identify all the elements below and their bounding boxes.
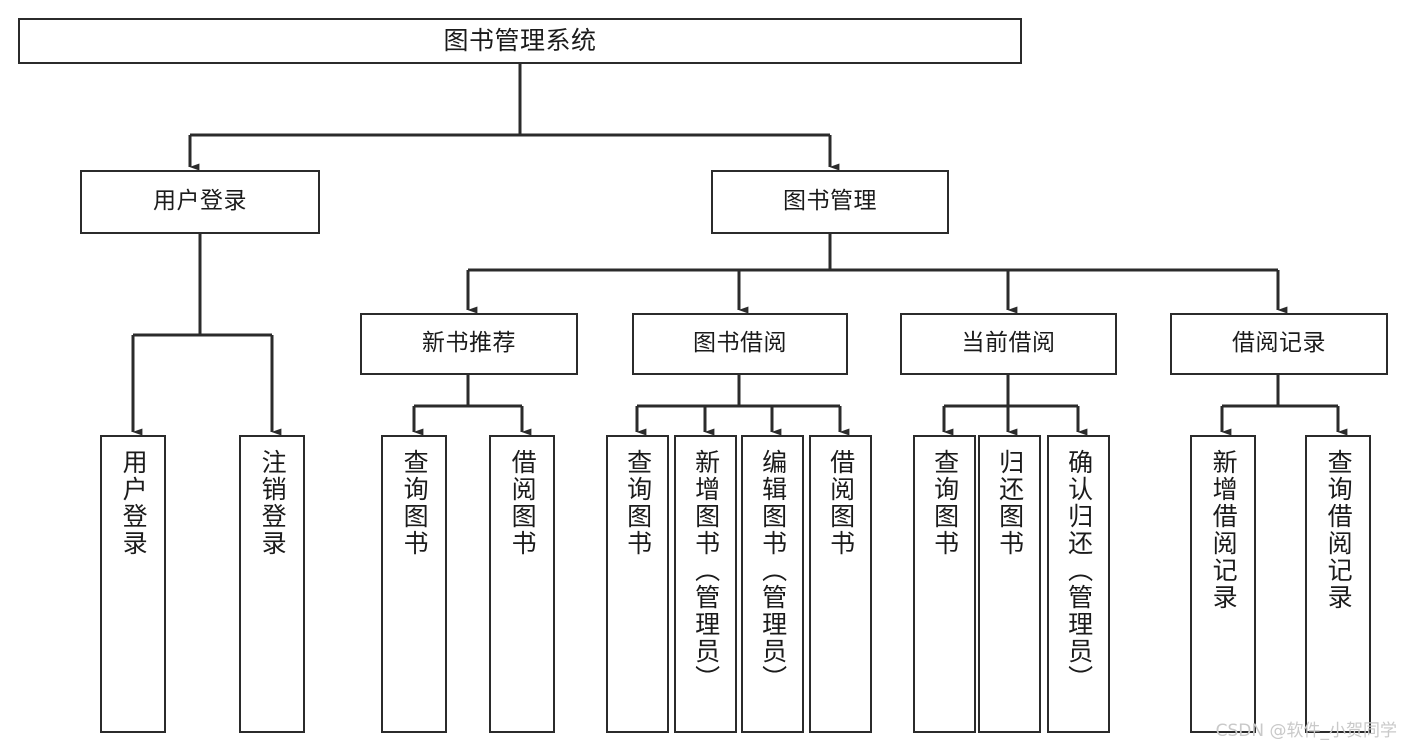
leaf-add-book[interactable]: 新增图书（管理员） [674,435,737,733]
node-label: 用户登录 [153,188,247,215]
node-new-book-recommend[interactable]: 新书推荐 [360,313,578,375]
node-label: 当前借阅 [961,330,1056,357]
node-label: 查询图书 [400,449,430,557]
node-user-login[interactable]: 用户登录 [80,170,320,234]
leaf-query-book-recommend[interactable]: 查询图书 [381,435,447,733]
node-label: 借阅记录 [1232,330,1326,357]
node-label: 确认归还（管理员） [1064,449,1094,692]
node-current-borrow[interactable]: 当前借阅 [900,313,1117,375]
node-book-borrow[interactable]: 图书借阅 [632,313,848,375]
node-label: 借阅图书 [508,449,538,557]
leaf-return-book[interactable]: 归还图书 [978,435,1041,733]
leaf-borrow-book-recommend[interactable]: 借阅图书 [489,435,555,733]
node-label: 编辑图书（管理员） [758,449,788,692]
node-label: 注销登录 [258,449,288,557]
node-book-management[interactable]: 图书管理 [711,170,949,234]
node-borrow-record[interactable]: 借阅记录 [1170,313,1388,375]
leaf-query-book-borrow[interactable]: 查询图书 [606,435,669,733]
node-label: 归还图书 [995,449,1025,557]
node-label: 图书管理系统 [443,26,597,56]
leaf-edit-book[interactable]: 编辑图书（管理员） [741,435,804,733]
node-label: 查询图书 [623,449,653,557]
node-label: 查询借阅记录 [1324,449,1354,611]
leaf-user-login[interactable]: 用户登录 [100,435,166,733]
node-label: 新增图书（管理员） [691,449,721,692]
node-label: 新增借阅记录 [1209,449,1239,611]
node-label: 用户登录 [119,449,149,557]
leaf-confirm-return[interactable]: 确认归还（管理员） [1047,435,1110,733]
node-label: 查询图书 [930,449,960,557]
leaf-borrow-book[interactable]: 借阅图书 [809,435,872,733]
node-label: 借阅图书 [826,449,856,557]
leaf-query-book-current[interactable]: 查询图书 [913,435,976,733]
leaf-query-borrow-record[interactable]: 查询借阅记录 [1305,435,1371,733]
csdn-watermark: CSDN @软件_小贺同学 [1215,721,1397,741]
node-label: 新书推荐 [422,330,516,357]
node-label: 图书管理 [783,188,877,215]
node-label: 图书借阅 [693,330,787,357]
leaf-add-borrow-record[interactable]: 新增借阅记录 [1190,435,1256,733]
node-book-management-system[interactable]: 图书管理系统 [18,18,1022,64]
leaf-user-logout[interactable]: 注销登录 [239,435,305,733]
